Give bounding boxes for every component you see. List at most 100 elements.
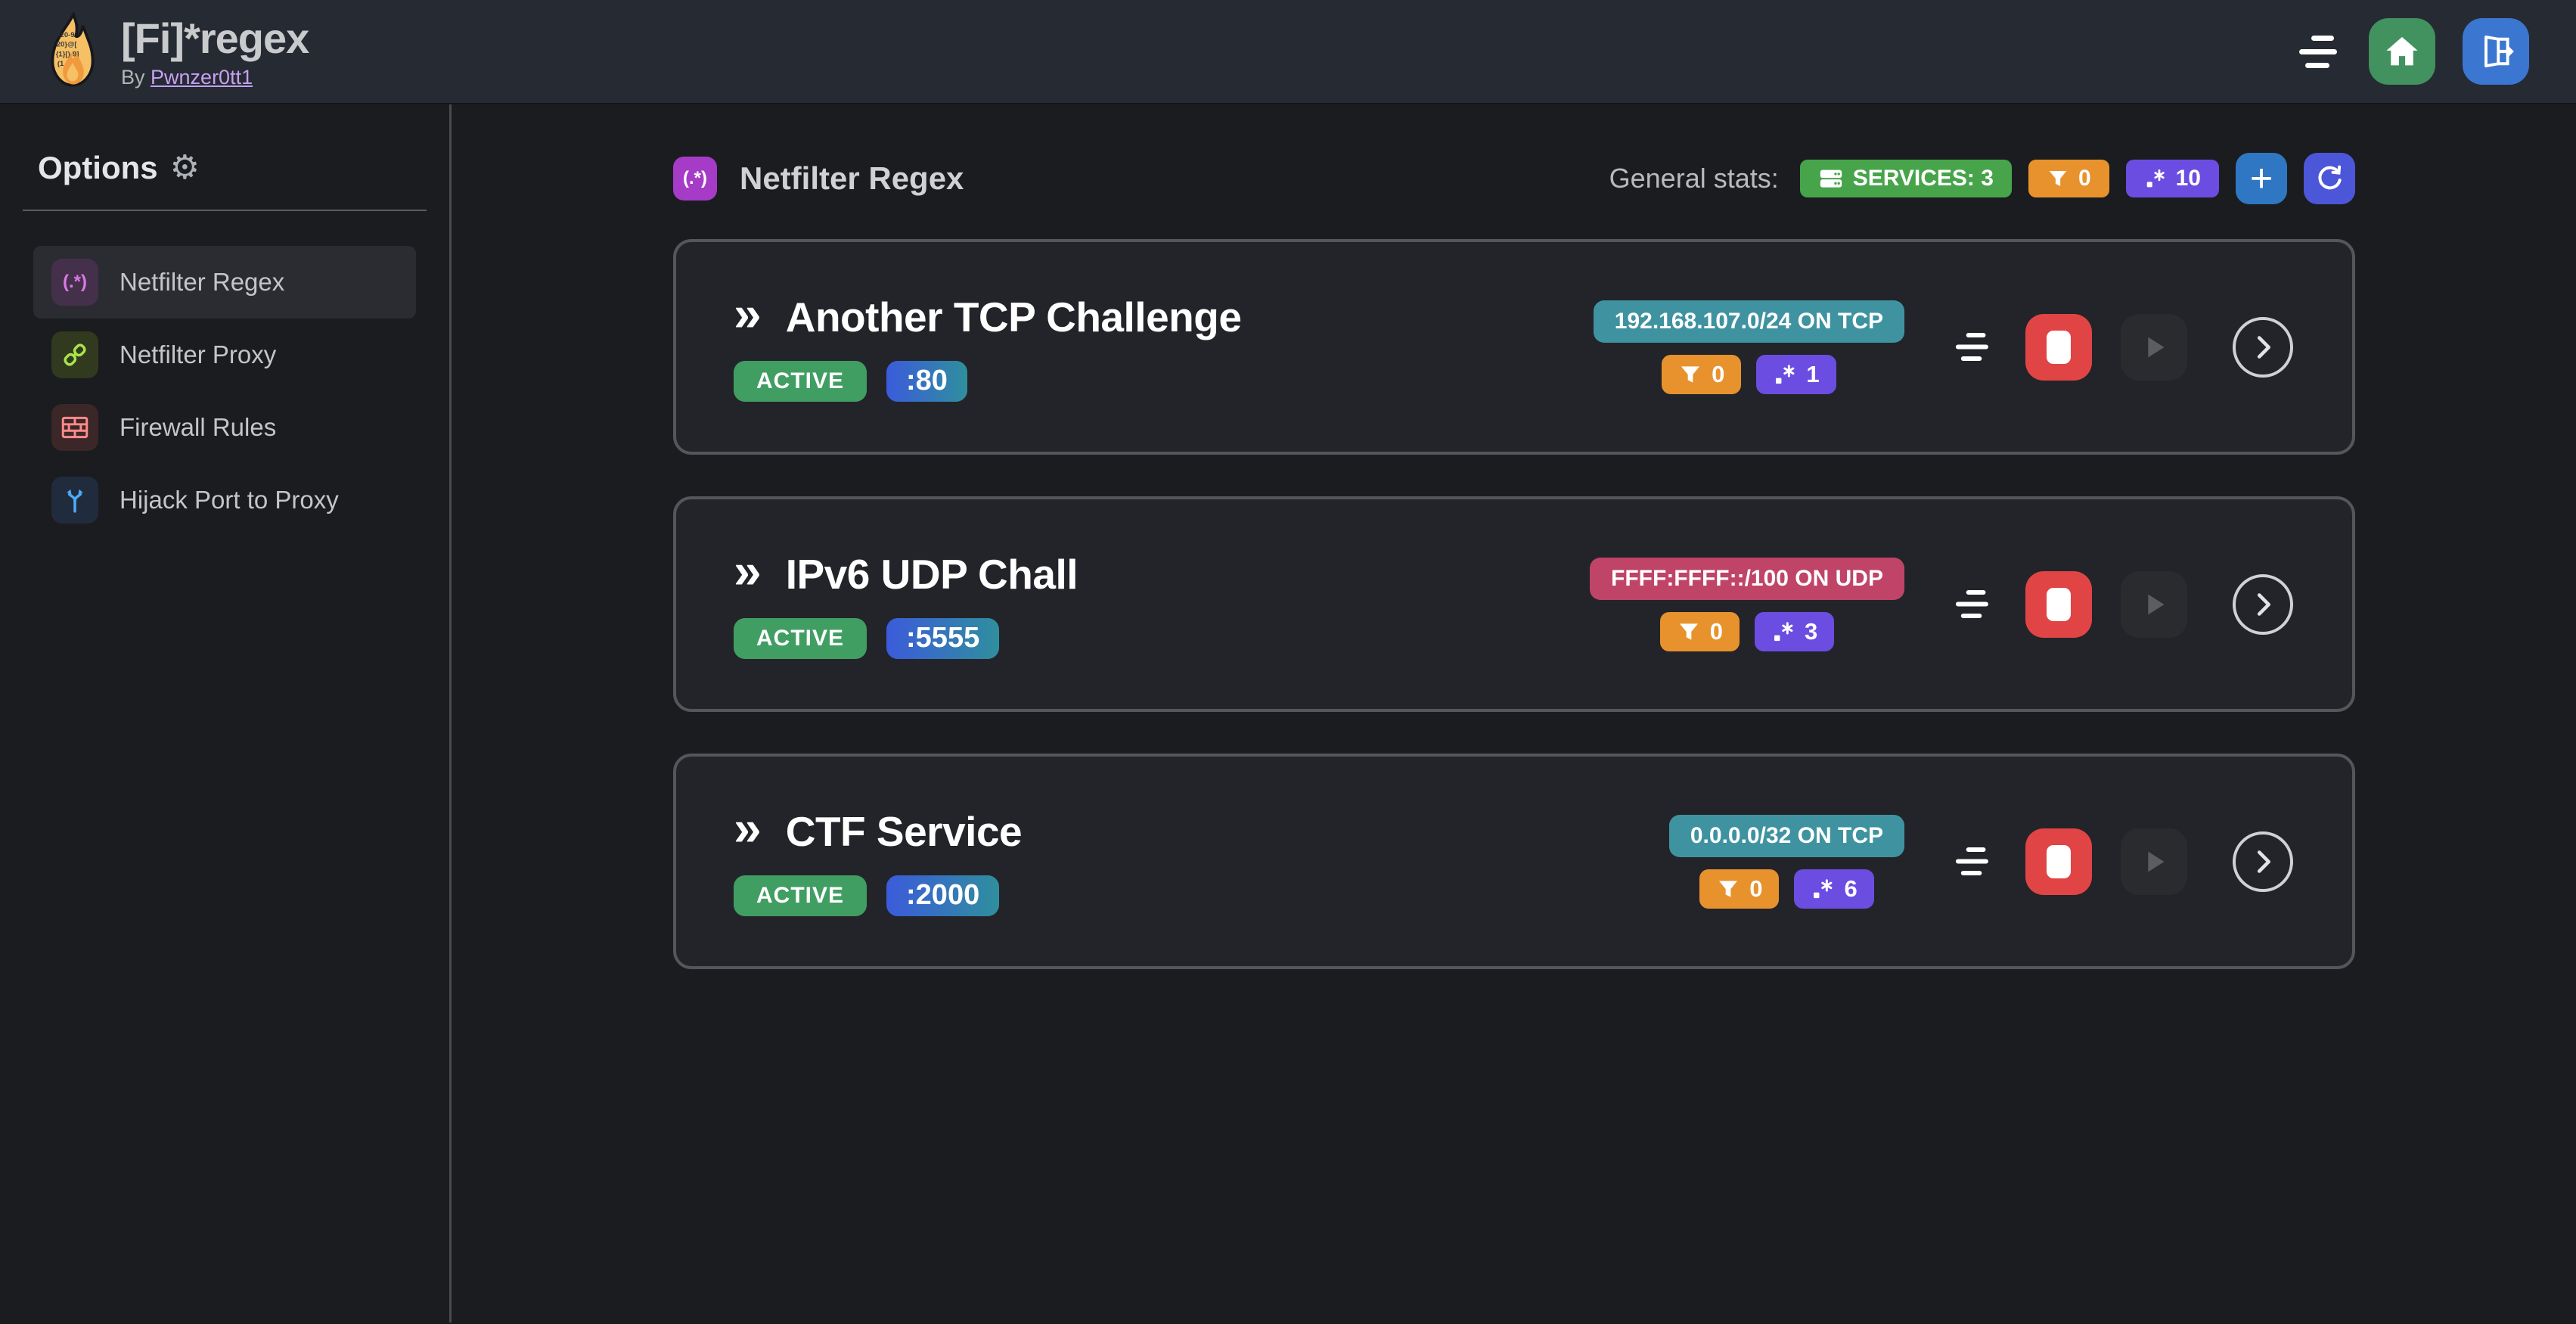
service-list: » Another TCP Challenge ACTIVE :80 192.1… bbox=[673, 239, 2576, 969]
status-badge: ACTIVE bbox=[734, 360, 867, 402]
service-card: » IPv6 UDP Chall ACTIVE :5555 FFFF:FFFF:… bbox=[673, 496, 2355, 712]
network-badge: 0.0.0.0/32 ON TCP bbox=[1668, 814, 1904, 857]
sidebar-item-label: Firewall Rules bbox=[119, 413, 277, 441]
app-header: -z0-9 20}@[ {1}[)-9] (1 z] [Fi]*regex By… bbox=[0, 0, 2576, 104]
server-icon bbox=[1820, 169, 1842, 188]
refresh-icon bbox=[2318, 165, 2342, 190]
main-header: (.*) Netfilter Regex General stats: SERV… bbox=[673, 153, 2355, 204]
chevron-right-icon bbox=[2257, 592, 2270, 616]
stop-icon bbox=[2047, 330, 2071, 364]
flame-logo-icon: -z0-9 20}@[ {1}[)-9] (1 z] bbox=[51, 12, 95, 87]
svg-text:-z0-9: -z0-9 bbox=[58, 31, 75, 39]
filtered-badge: 0 bbox=[1699, 869, 1780, 909]
service-menu-icon[interactable] bbox=[1955, 333, 1992, 361]
dot-star-icon bbox=[1814, 878, 1833, 898]
play-icon bbox=[2148, 851, 2165, 872]
sidebar-nav: (.*) Netfilter Regex Netfilter Proxy bbox=[23, 246, 427, 536]
open-service-button[interactable] bbox=[2233, 831, 2293, 892]
service-card: » CTF Service ACTIVE :2000 0.0.0.0/32 ON… bbox=[673, 754, 2355, 969]
play-icon bbox=[2148, 594, 2165, 614]
open-service-button[interactable] bbox=[2233, 316, 2293, 378]
stop-button[interactable] bbox=[2025, 313, 2092, 381]
chevron-right-icon bbox=[2257, 850, 2270, 873]
logout-button[interactable] bbox=[2463, 18, 2529, 85]
proxy-plug-icon bbox=[51, 331, 98, 378]
stats-label: General stats: bbox=[1609, 163, 1779, 194]
play-button[interactable] bbox=[2121, 828, 2187, 895]
double-chevron-icon: » bbox=[734, 284, 762, 341]
funnel-icon bbox=[1719, 880, 1738, 897]
sidebar-item-firewall-rules[interactable]: Firewall Rules bbox=[33, 391, 416, 464]
sidebar-item-label: Netfilter Regex bbox=[119, 268, 285, 296]
page-title: Netfilter Regex bbox=[740, 160, 964, 196]
stop-button[interactable] bbox=[2025, 570, 2092, 638]
sidebar-heading: Options ⚙ bbox=[38, 149, 200, 186]
filtered-stat-badge: 0 bbox=[2028, 160, 2109, 197]
service-menu-icon[interactable] bbox=[1955, 847, 1992, 875]
sidebar-item-netfilter-proxy[interactable]: Netfilter Proxy bbox=[33, 319, 416, 391]
filtered-badge: 0 bbox=[1659, 611, 1740, 651]
sidebar-item-label: Hijack Port to Proxy bbox=[119, 486, 339, 514]
regex-count-badge: 1 bbox=[1756, 354, 1836, 394]
refresh-button[interactable] bbox=[2304, 153, 2355, 204]
service-name: Another TCP Challenge bbox=[785, 293, 1242, 340]
chevron-right-icon bbox=[2257, 335, 2270, 359]
home-button[interactable] bbox=[2369, 18, 2435, 85]
service-name: CTF Service bbox=[785, 807, 1023, 855]
status-badge: ACTIVE bbox=[734, 875, 867, 916]
app-subtitle: By Pwnzer0tt1 bbox=[121, 66, 309, 89]
sidebar-item-label: Netfilter Proxy bbox=[119, 340, 277, 368]
funnel-icon bbox=[1679, 623, 1698, 640]
author-link[interactable]: Pwnzer0tt1 bbox=[151, 66, 253, 89]
svg-text:{1}[)-9]: {1}[)-9] bbox=[56, 50, 79, 58]
service-menu-icon[interactable] bbox=[1955, 590, 1992, 618]
dot-star-icon bbox=[1776, 364, 1795, 384]
svg-text:20}@[: 20}@[ bbox=[57, 41, 78, 49]
regex-stat-badge: 10 bbox=[2125, 160, 2219, 197]
menu-icon[interactable] bbox=[2299, 35, 2342, 68]
stop-button[interactable] bbox=[2025, 828, 2092, 895]
funnel-icon bbox=[1681, 365, 1700, 383]
play-button[interactable] bbox=[2121, 570, 2187, 638]
regex-count-badge: 6 bbox=[1794, 869, 1874, 909]
services-count-badge: SERVICES: 3 bbox=[1799, 160, 2012, 197]
double-chevron-icon: » bbox=[734, 542, 762, 598]
brand: -z0-9 20}@[ {1}[)-9] (1 z] [Fi]*regex By… bbox=[47, 12, 309, 91]
dot-star-icon bbox=[2146, 169, 2165, 188]
status-badge: ACTIVE bbox=[734, 617, 867, 659]
sidebar-divider bbox=[23, 210, 427, 211]
regex-icon: (.*) bbox=[51, 259, 98, 306]
sidebar-item-hijack-port[interactable]: Hijack Port to Proxy bbox=[33, 464, 416, 536]
app-title: [Fi]*regex bbox=[121, 14, 309, 62]
network-badge: FFFF:FFFF::/100 ON UDP bbox=[1590, 557, 1904, 600]
general-stats: General stats: SERVICES: 3 0 bbox=[1609, 153, 2355, 204]
port-badge: :2000 bbox=[886, 875, 1000, 916]
add-service-button[interactable]: + bbox=[2236, 153, 2287, 204]
sidebar-item-netfilter-regex[interactable]: (.*) Netfilter Regex bbox=[33, 246, 416, 319]
network-badge: 192.168.107.0/24 ON TCP bbox=[1593, 300, 1904, 343]
play-button[interactable] bbox=[2121, 313, 2187, 381]
filtered-badge: 0 bbox=[1662, 354, 1742, 394]
svg-text:(1 z]: (1 z] bbox=[57, 60, 72, 68]
by-label: By bbox=[121, 66, 145, 89]
regex-count-badge: 3 bbox=[1755, 611, 1835, 651]
play-icon bbox=[2148, 337, 2165, 357]
logout-icon bbox=[2484, 35, 2514, 68]
main-content: (.*) Netfilter Regex General stats: SERV… bbox=[452, 104, 2576, 1322]
port-badge: :5555 bbox=[886, 617, 1000, 659]
port-badge: :80 bbox=[886, 360, 967, 402]
brick-wall-icon bbox=[51, 404, 98, 451]
service-name: IPv6 UDP Chall bbox=[785, 550, 1079, 598]
stop-icon bbox=[2047, 587, 2071, 621]
home-icon bbox=[2386, 36, 2418, 66]
split-arrows-icon bbox=[51, 477, 98, 524]
funnel-icon bbox=[2049, 171, 2067, 186]
service-card: » Another TCP Challenge ACTIVE :80 192.1… bbox=[673, 239, 2355, 455]
double-chevron-icon: » bbox=[734, 799, 762, 856]
gear-icon: ⚙ bbox=[169, 149, 200, 186]
sidebar: Options ⚙ (.*) Netfilter Regex bbox=[0, 104, 452, 1322]
stop-icon bbox=[2047, 844, 2071, 878]
dot-star-icon bbox=[1774, 621, 1793, 641]
regex-page-icon: (.*) bbox=[673, 157, 717, 200]
open-service-button[interactable] bbox=[2233, 573, 2293, 635]
